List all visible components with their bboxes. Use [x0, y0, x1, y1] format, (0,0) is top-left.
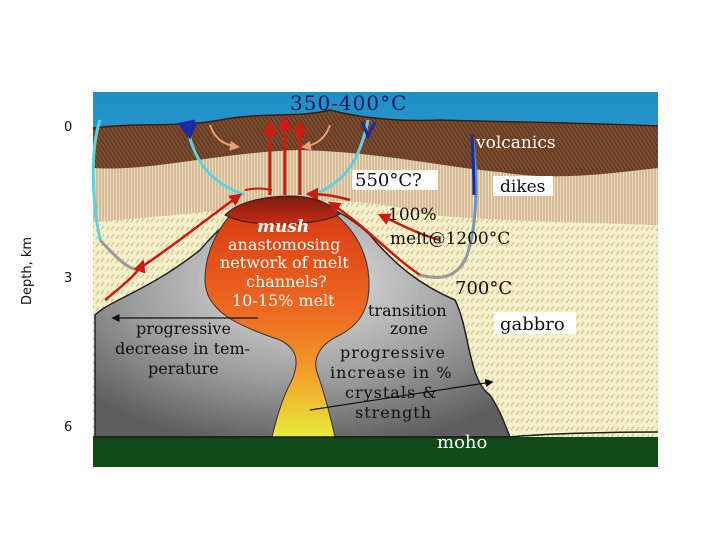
- transition-line2: zone: [390, 319, 428, 338]
- full-melt-line2: melt@1200°C: [390, 229, 510, 249]
- right-note-line4: strength: [355, 403, 432, 422]
- right-note-line2: increase in %: [330, 363, 453, 382]
- depth-tick-6: 6: [64, 420, 72, 435]
- right-note-line1: progressive: [340, 343, 446, 362]
- right-note-line3: crystals &: [345, 383, 437, 402]
- melt-desc-line2: network of melt: [220, 253, 349, 272]
- transition-line1: transition: [368, 301, 447, 320]
- melt-desc-line1: anastomosing: [228, 235, 340, 254]
- melt-desc-line3: channels?: [246, 272, 327, 291]
- gabbro-label: gabbro: [500, 314, 565, 335]
- volcanics-label: volcanics: [475, 133, 556, 153]
- depth-tick-3: 3: [64, 271, 72, 286]
- depth-tick-0: 0: [64, 120, 72, 135]
- left-note-line1: progressive: [136, 319, 231, 338]
- mantle: [93, 437, 658, 467]
- left-note-line3: perature: [148, 359, 219, 378]
- moho-label: moho: [437, 432, 487, 453]
- depth-axis-title: Depth, km: [20, 237, 35, 305]
- top-temp-label: 350-400°C: [290, 91, 407, 115]
- dikes-label: dikes: [500, 177, 545, 197]
- full-melt-line1: 100%: [388, 205, 437, 225]
- dike-temp-label: 550°C?: [355, 170, 422, 191]
- left-note-line2: decrease in tem-: [115, 339, 250, 358]
- mush-label: mush: [257, 217, 309, 237]
- gabbro-temp-label: 700°C: [455, 278, 512, 299]
- melt-desc-line4: 10-15% melt: [232, 291, 335, 310]
